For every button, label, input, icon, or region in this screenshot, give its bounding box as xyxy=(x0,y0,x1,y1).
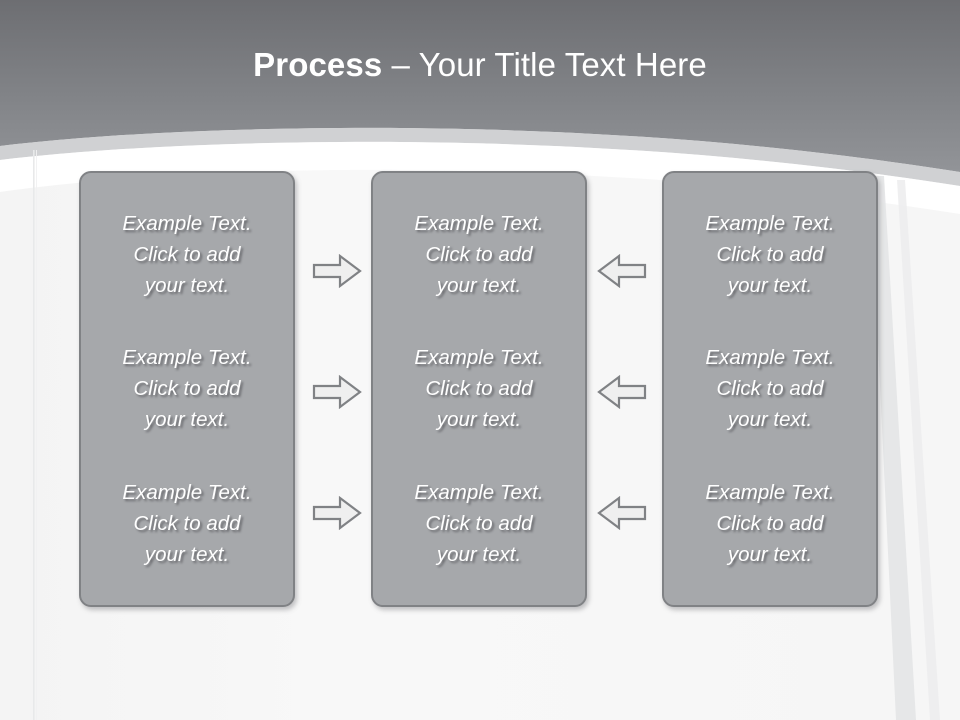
placeholder-text[interactable]: Example Text. Click to add your text. xyxy=(414,481,544,567)
placeholder-text[interactable]: Example Text. Click to add your text. xyxy=(705,346,835,432)
arrow-right-icon[interactable] xyxy=(312,496,362,530)
placeholder-text[interactable]: Example Text. Click to add your text. xyxy=(122,211,252,297)
arrow-left-icon[interactable] xyxy=(597,254,647,288)
arrow-right-icon[interactable] xyxy=(312,254,362,288)
placeholder-text[interactable]: Example Text. Click to add your text. xyxy=(122,346,252,432)
placeholder-text[interactable]: Example Text. Click to add your text. xyxy=(414,346,544,432)
placeholder-text[interactable]: Example Text. Click to add your text. xyxy=(705,481,835,567)
process-box-center[interactable]: Example Text. Click to add your text. Ex… xyxy=(371,171,587,607)
placeholder-text[interactable]: Example Text. Click to add your text. xyxy=(705,211,835,297)
arrow-right-icon[interactable] xyxy=(312,375,362,409)
process-box-right[interactable]: Example Text. Click to add your text. Ex… xyxy=(662,171,878,607)
process-box-left[interactable]: Example Text. Click to add your text. Ex… xyxy=(79,171,295,607)
arrow-left-icon[interactable] xyxy=(597,496,647,530)
placeholder-text[interactable]: Example Text. Click to add your text. xyxy=(414,211,544,297)
arrow-left-icon[interactable] xyxy=(597,375,647,409)
placeholder-text[interactable]: Example Text. Click to add your text. xyxy=(122,481,252,567)
